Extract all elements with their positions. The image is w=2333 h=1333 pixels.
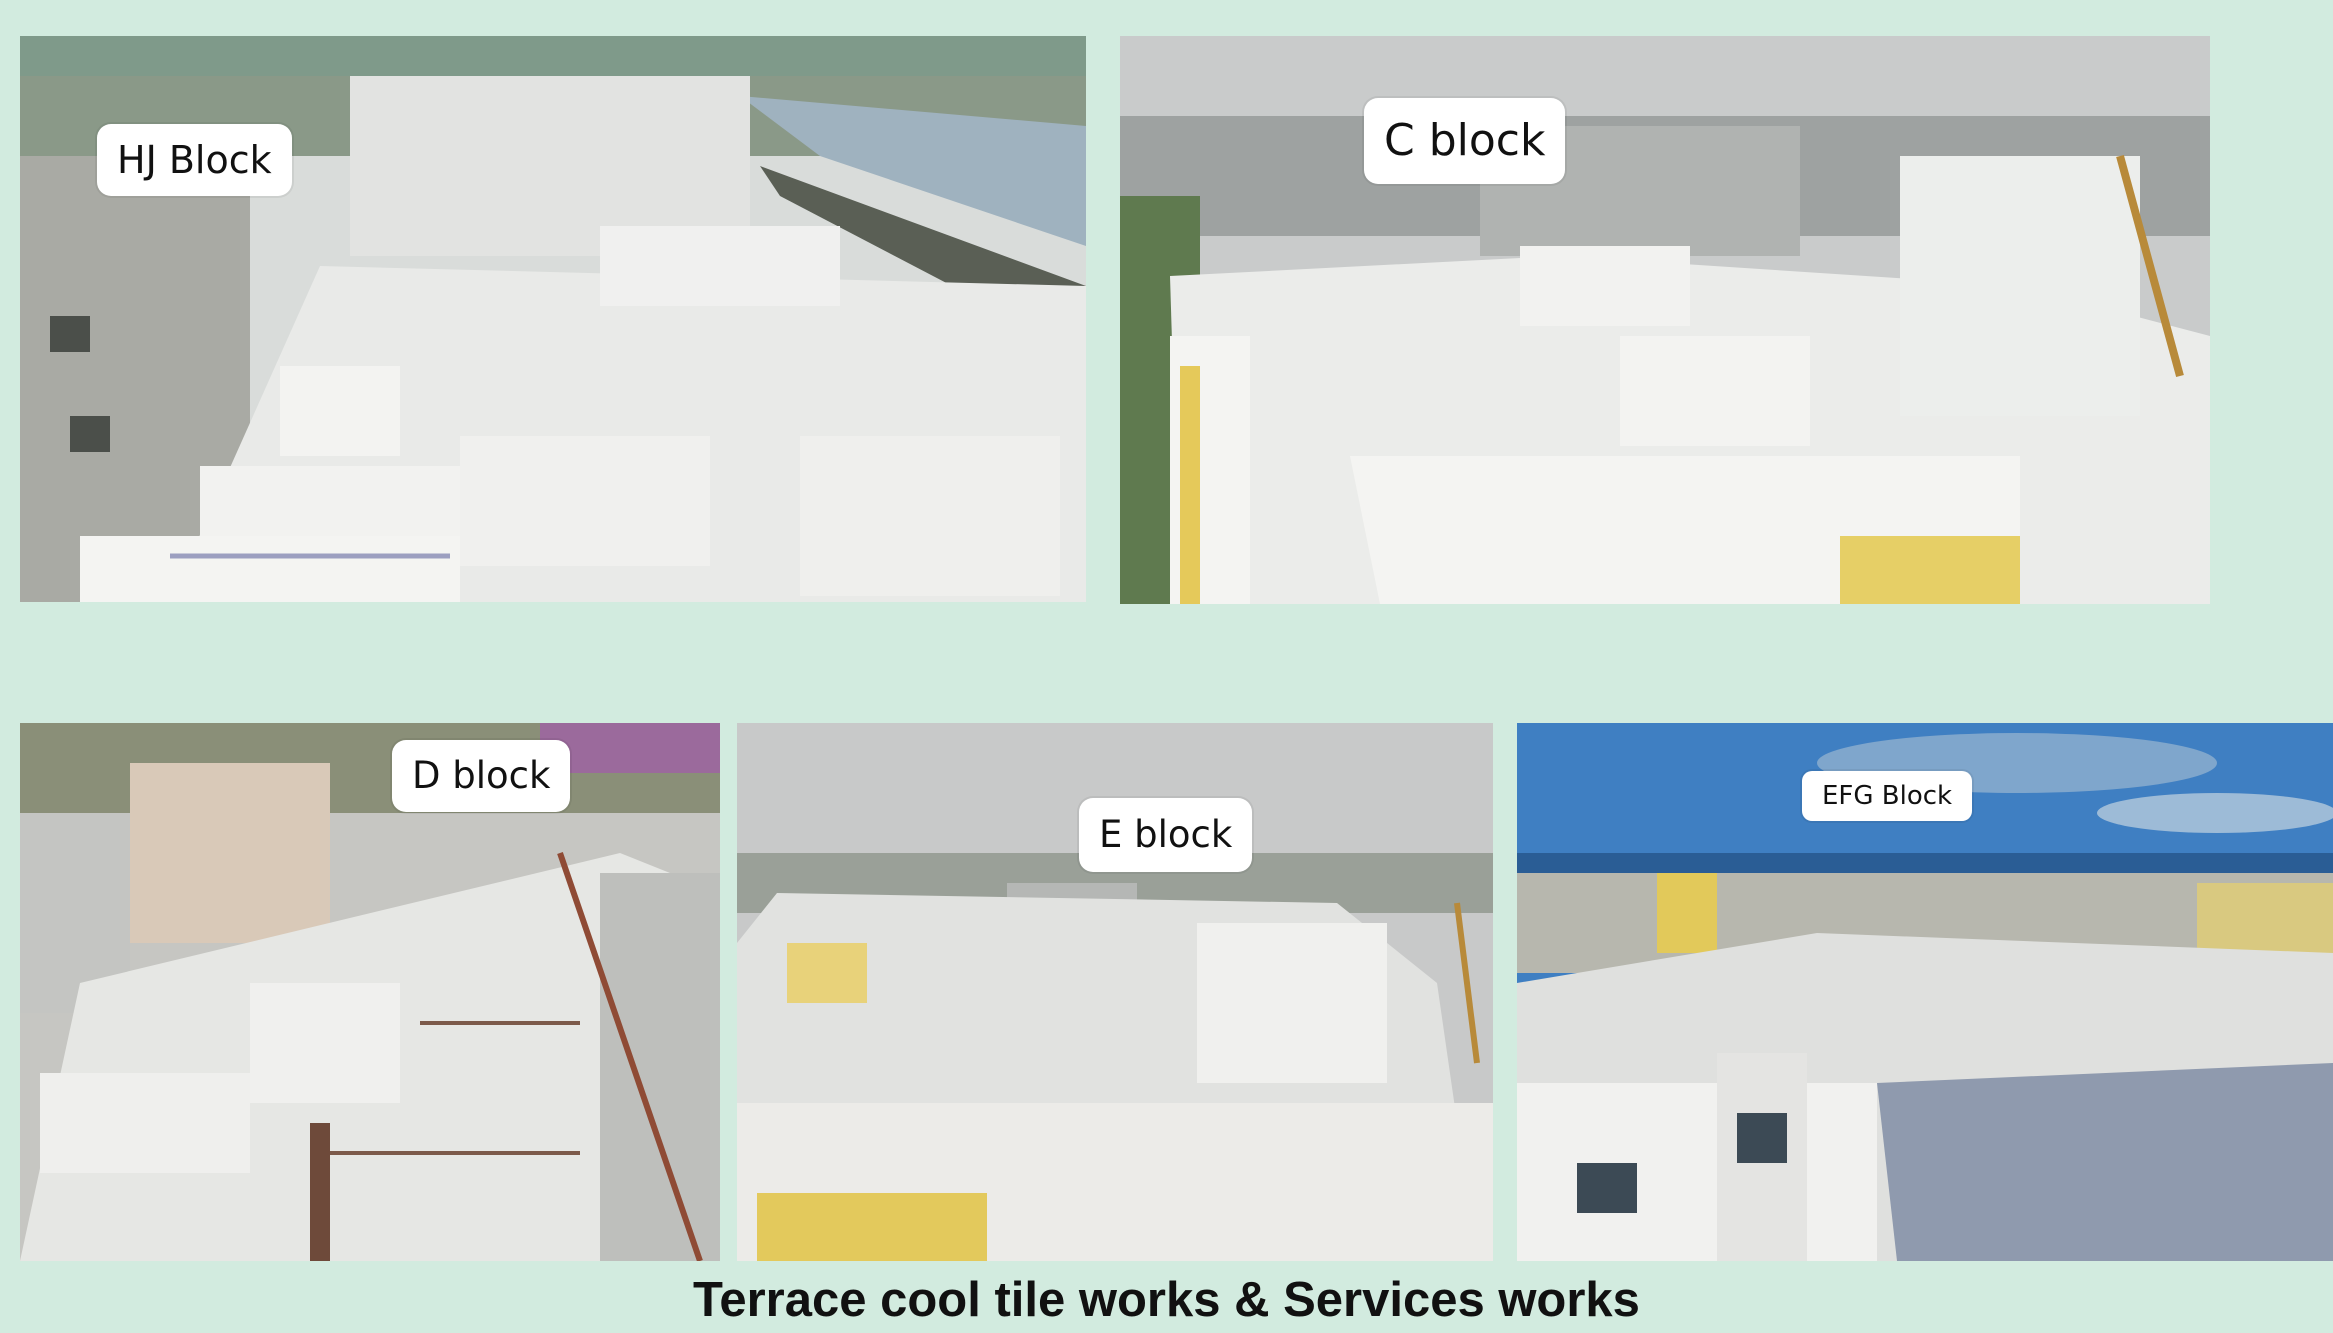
photo-label-c-block: C block [1364, 98, 1566, 184]
photo-hj-block [20, 36, 1086, 602]
photo-label-efg-block: EFG Block [1802, 771, 1973, 821]
slide-caption: Terrace cool tile works & Services works [693, 1273, 1640, 1327]
photo-label-d-block: D block [392, 740, 571, 812]
c-block-image [1120, 36, 2210, 604]
photo-label-e-block: E block [1079, 798, 1253, 872]
photo-c-block [1120, 36, 2210, 604]
hj-block-image [20, 36, 1086, 602]
photo-d-block [20, 723, 720, 1261]
photo-label-hj-block: HJ Block [97, 124, 292, 196]
d-block-image [20, 723, 720, 1261]
